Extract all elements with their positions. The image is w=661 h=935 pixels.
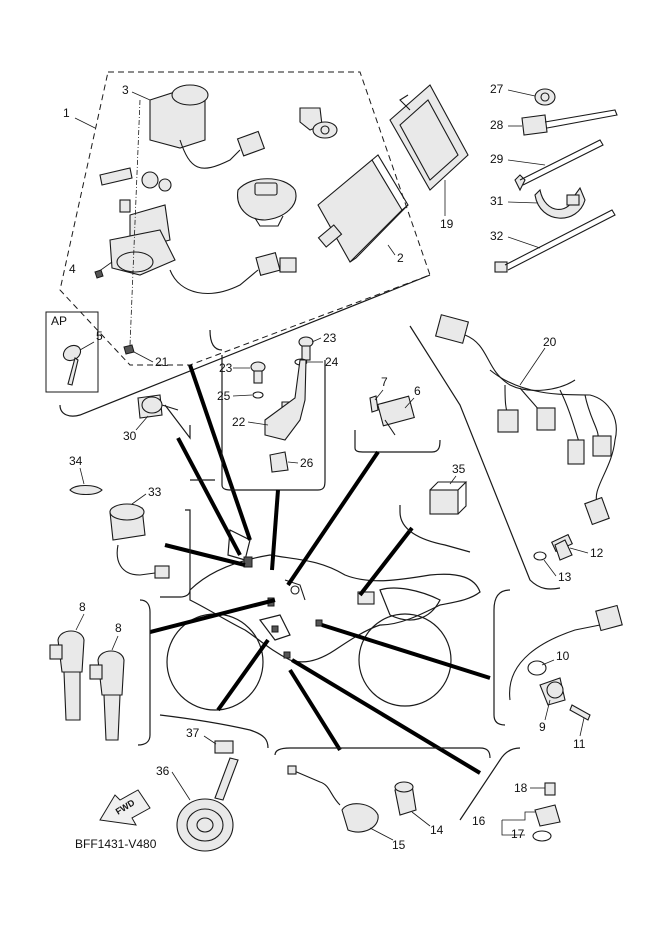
bracket-37 [214, 740, 234, 754]
fwd-arrow [99, 789, 151, 826]
callout-2: 2 [397, 251, 404, 265]
callout-4: 4 [69, 262, 76, 276]
callout-28: 28 [490, 118, 504, 132]
ignition-coil-left [49, 630, 85, 721]
harness-20 [434, 314, 617, 526]
callout-1: 1 [63, 106, 70, 120]
key-part [62, 344, 82, 386]
section-dividers [59, 274, 561, 821]
band-32 [494, 209, 616, 273]
callout-23b: 23 [219, 361, 233, 375]
callout-12: 12 [590, 546, 604, 560]
sensor-12 [533, 533, 574, 561]
sensor-6 [369, 395, 415, 436]
bracket-22 [250, 336, 314, 473]
callout-32: 32 [490, 229, 504, 243]
fuel-cap-part [237, 178, 297, 227]
callout-19: 19 [440, 217, 454, 231]
callout-37: 37 [186, 726, 200, 740]
callout-36: 36 [156, 764, 170, 778]
bike-markers [243, 556, 323, 659]
callout-8b: 8 [115, 621, 122, 635]
callout-29: 29 [490, 152, 504, 166]
socket-33 [109, 503, 170, 579]
callout-20: 20 [543, 335, 557, 349]
band-28 [521, 109, 618, 136]
callout-22: 22 [232, 415, 246, 429]
ap-label: AP [51, 314, 67, 328]
ap-box [45, 311, 99, 393]
relay-unit-part [389, 84, 469, 191]
cover-34 [69, 484, 103, 496]
callout-13: 13 [558, 570, 572, 584]
callout-27: 27 [490, 82, 504, 96]
sensor-9 [509, 604, 623, 721]
sensor-30 [137, 394, 179, 419]
callout-14: 14 [430, 823, 444, 837]
callout-8a: 8 [79, 600, 86, 614]
callout-15: 15 [392, 838, 406, 852]
callout-21: 21 [155, 355, 169, 369]
relay-35 [429, 481, 468, 515]
callout-17: 17 [511, 827, 525, 841]
seat-lock-part [299, 107, 338, 139]
sensor-14 [394, 781, 417, 816]
callout-6: 6 [414, 384, 421, 398]
callout-16: 16 [472, 814, 486, 828]
ecu-part [317, 154, 409, 263]
callout-11: 11 [573, 737, 586, 751]
callout-5: 5 [96, 329, 103, 343]
callout-34: 34 [69, 454, 83, 468]
sensor-16 [501, 782, 561, 842]
clamp-27 [534, 88, 556, 106]
horn-36 [176, 757, 239, 852]
callout-3: 3 [122, 83, 129, 97]
main-switch-part [149, 84, 266, 169]
clamp-31 [534, 186, 586, 219]
callout-26: 26 [300, 456, 314, 470]
callout-25: 25 [217, 389, 231, 403]
callout-30: 30 [123, 429, 137, 443]
callout-7: 7 [381, 375, 388, 389]
callout-35: 35 [452, 462, 466, 476]
callout-24: 24 [325, 355, 339, 369]
callout-10: 10 [556, 649, 570, 663]
callout-18: 18 [514, 781, 528, 795]
key-lock-parts [94, 167, 297, 294]
diagram-code: BFF1431-V480 [75, 837, 157, 851]
band-29 [514, 139, 604, 192]
callout-23a: 23 [323, 331, 337, 345]
callout-9: 9 [539, 720, 546, 734]
callout-33: 33 [148, 485, 162, 499]
callout-31: 31 [490, 194, 504, 208]
ignition-coil-right [89, 650, 125, 741]
sensor-15 [287, 765, 379, 833]
